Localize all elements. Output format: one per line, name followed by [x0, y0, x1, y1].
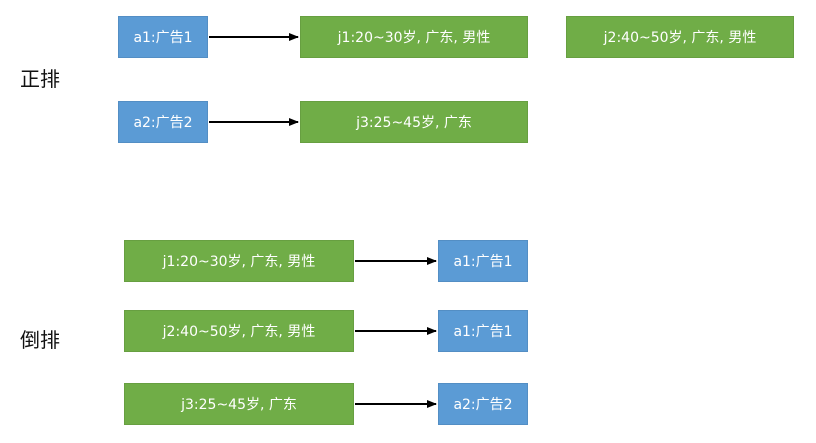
forward-target-box-j2: j2:40~50岁, 广东, 男性 — [566, 16, 794, 58]
forward-ad-box-a1: a1:广告1 — [118, 16, 208, 58]
inverted-condition-box-j2: j2:40~50岁, 广东, 男性 — [124, 310, 354, 352]
inverted-condition-box-j3: j3:25~45岁, 广东 — [124, 383, 354, 425]
inverted-index-label: 倒排 — [20, 328, 60, 352]
inverted-ad-box-a1-first: a1:广告1 — [438, 240, 528, 282]
forward-target-box-j3: j3:25~45岁, 广东 — [300, 101, 528, 143]
forward-target-box-j1: j1:20~30岁, 广东, 男性 — [300, 16, 528, 58]
inverted-ad-box-a1-second: a1:广告1 — [438, 310, 528, 352]
forward-ad-box-a2: a2:广告2 — [118, 101, 208, 143]
inverted-ad-box-a2: a2:广告2 — [438, 383, 528, 425]
inverted-condition-box-j1: j1:20~30岁, 广东, 男性 — [124, 240, 354, 282]
forward-index-label: 正排 — [20, 67, 60, 91]
